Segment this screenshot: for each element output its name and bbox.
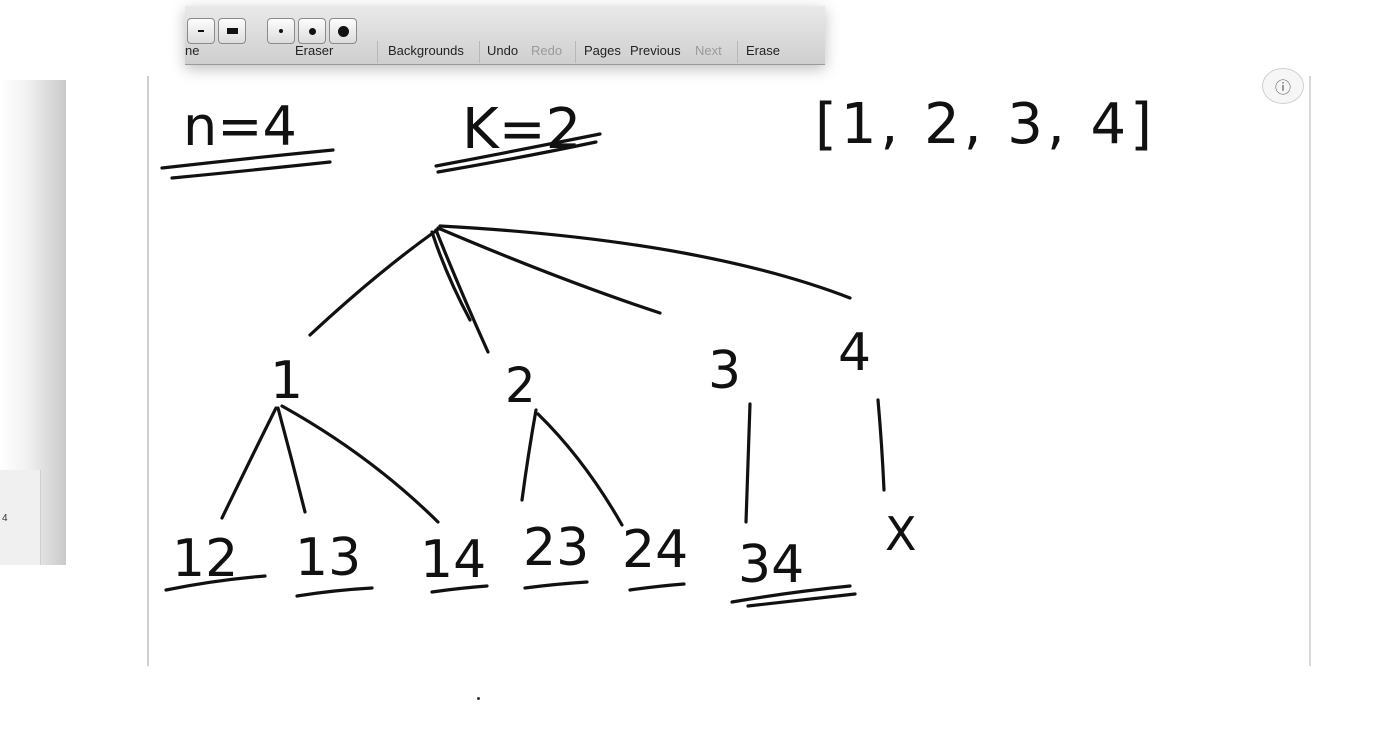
divider <box>575 41 576 63</box>
dot-small-icon <box>279 29 283 33</box>
dead-end-mark: X <box>885 507 917 561</box>
leaf-underline <box>730 584 852 604</box>
tree-edge <box>436 226 662 315</box>
dot-large-icon <box>337 25 349 37</box>
leaf-underline <box>430 584 489 594</box>
leaf-underline <box>628 582 686 592</box>
tree-edge <box>276 406 307 514</box>
node-1: 1 <box>270 351 303 411</box>
undo-button[interactable]: Undo <box>487 43 519 58</box>
page-number-label: 4 <box>2 513 8 524</box>
divider <box>737 41 738 63</box>
line-thick-button[interactable] <box>218 18 246 44</box>
line-icon <box>226 28 238 34</box>
dot-medium-icon <box>308 27 316 35</box>
n-underline <box>170 160 332 180</box>
array-label: [1, 2, 3, 4] <box>815 92 1156 157</box>
eraser-label: Eraser <box>295 43 334 58</box>
leaf-underline <box>164 574 267 592</box>
tree-edge <box>430 230 472 322</box>
leaf-13: 13 <box>295 528 361 588</box>
backgrounds-button[interactable]: Backgrounds <box>388 43 464 58</box>
line-icon <box>198 30 204 32</box>
leaf-underline <box>746 592 857 608</box>
left-panel-tab[interactable] <box>0 470 41 565</box>
eraser-medium-button[interactable] <box>298 18 326 44</box>
account-icon[interactable]: ⓘ <box>1262 68 1304 104</box>
line-label: ne <box>185 43 200 58</box>
n-underline <box>160 148 335 170</box>
redo-button[interactable]: Redo <box>531 43 563 58</box>
tree-edge <box>220 406 278 520</box>
next-button[interactable]: Next <box>695 43 722 58</box>
toolbar: ne Eraser Backgrounds Undo Redo Pages Pr… <box>185 6 825 65</box>
leaf-24: 24 <box>622 520 688 580</box>
tree-edge <box>438 224 852 300</box>
eraser-large-button[interactable] <box>329 18 357 44</box>
divider <box>377 41 378 63</box>
node-2: 2 <box>505 358 536 414</box>
eraser-small-button[interactable] <box>267 18 295 44</box>
k-label: K=2 <box>462 97 581 162</box>
previous-button[interactable]: Previous <box>630 43 681 58</box>
tree-edge <box>434 228 490 354</box>
whiteboard-canvas[interactable] <box>147 76 1311 666</box>
divider <box>479 41 480 63</box>
tree-edge <box>520 408 538 502</box>
k-underline <box>434 132 602 168</box>
eraser-size-group <box>267 18 357 44</box>
line-thin-button[interactable] <box>187 18 215 44</box>
leaf-underline <box>295 586 374 598</box>
n-label: n=4 <box>183 95 297 158</box>
pages-button[interactable]: Pages <box>584 43 621 58</box>
leaf-underline <box>523 580 589 590</box>
toolbar-labels: ne Eraser Backgrounds Undo Redo Pages Pr… <box>185 41 825 63</box>
line-style-group <box>187 18 246 44</box>
k-underline <box>436 140 598 174</box>
leaf-34: 34 <box>738 535 804 595</box>
tree-edge <box>744 402 752 524</box>
tree-edge <box>876 398 886 492</box>
stray-dot <box>477 697 480 700</box>
leaf-14: 14 <box>420 530 486 590</box>
erase-button[interactable]: Erase <box>746 43 780 58</box>
node-3: 3 <box>708 341 741 401</box>
tree-edge <box>536 412 624 527</box>
tree-edge <box>280 404 440 524</box>
node-4: 4 <box>838 323 871 383</box>
leaf-23: 23 <box>523 518 589 578</box>
tree-edge <box>308 226 442 337</box>
